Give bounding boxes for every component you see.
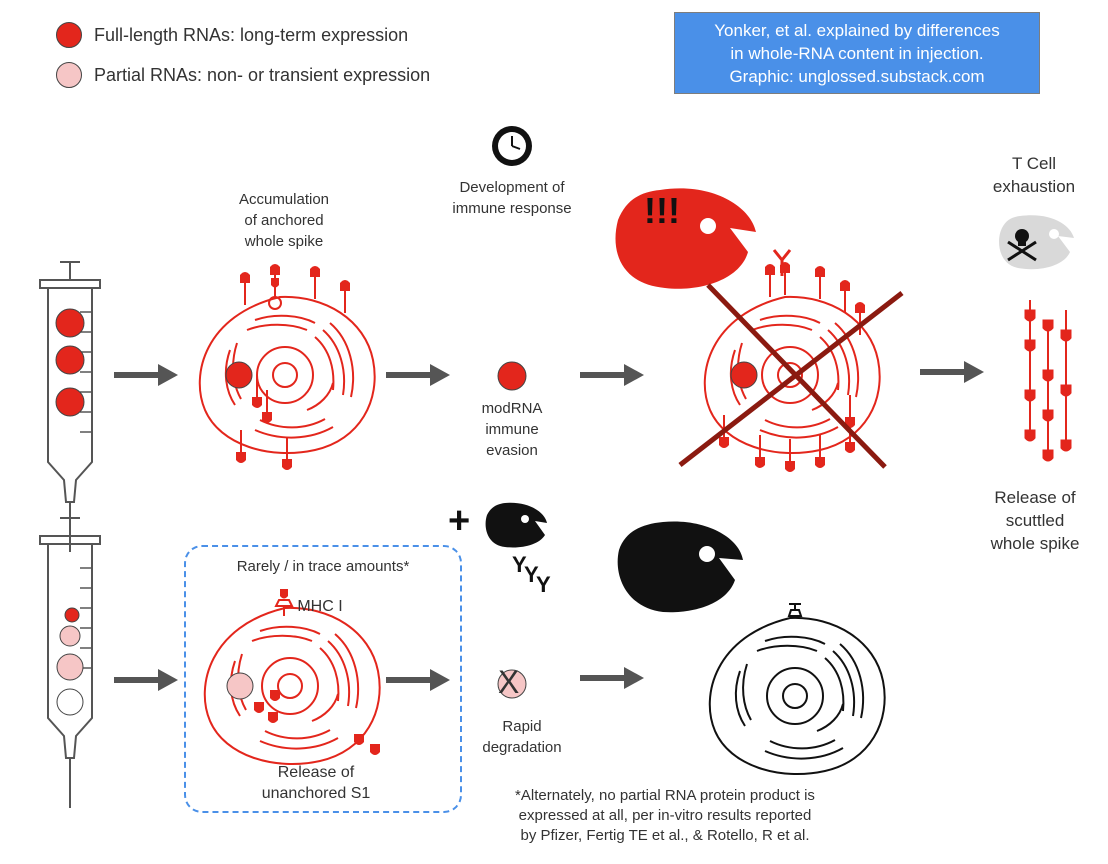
info-line-3: Graphic: unglossed.substack.com: [729, 67, 985, 86]
cell-icon-crossed: [678, 261, 904, 473]
legend-full-length-label: Full-length RNAs: long-term expression: [94, 24, 409, 45]
black-macrophage-icon: [617, 521, 743, 613]
mhc-label: MHC I: [297, 598, 343, 615]
footnote: *Alternately, no partial RNA protein pro…: [515, 787, 815, 844]
cell-icon: [198, 263, 376, 471]
arrow-7: [580, 678, 581, 679]
trace-amounts-box: [184, 545, 462, 813]
arrow-6: [386, 680, 387, 681]
x-mark: X: [498, 664, 520, 700]
accumulation-caption: Accumulation of anchored whole spike: [238, 191, 330, 250]
rapid-caption: Rapid degradation: [482, 718, 562, 756]
pink-dot-degraded-icon: [497, 669, 527, 699]
modrna-caption: modRNA immune evasion: [481, 400, 543, 459]
release-scuttled-caption: Release of scuttled whole spike: [990, 488, 1080, 553]
plus-sign: +: [448, 500, 471, 542]
modrna-dot-icon: [497, 361, 527, 391]
info-line-1: Yonker, et al. explained by differences: [714, 21, 1000, 40]
black-macrophage-small-icon: [485, 502, 547, 548]
release-unanchored-caption: Release of unanchored S1: [261, 764, 371, 802]
arrow-3: [580, 375, 581, 376]
info-box: Yonker, et al. explained by differences …: [674, 12, 1040, 94]
antibody-icon: [772, 249, 792, 276]
clock-icon: [492, 126, 532, 166]
legend-partial-label: Partial RNAs: non- or transient expressi…: [94, 64, 431, 85]
legend-partial: Partial RNAs: non- or transient expressi…: [56, 62, 430, 88]
antibody-y2: Y: [524, 562, 539, 587]
legend-full-length: Full-length RNAs: long-term expression: [56, 22, 408, 48]
arrow-2: [386, 375, 387, 376]
arrow-5: [114, 680, 115, 681]
cell-icon-4: [708, 603, 886, 776]
syringe-icon-2: [39, 517, 101, 809]
antibody-y1: Y: [512, 552, 527, 577]
t-cell-caption: T Cell exhaustion: [992, 154, 1076, 196]
syringe-icon: [39, 261, 101, 553]
scuttled-spikes: [1024, 300, 1072, 462]
arrow-1: [114, 375, 115, 376]
info-line-2: in whole-RNA content in injection.: [730, 44, 984, 63]
macrophage-icon: [615, 188, 756, 289]
cell-icon-3: [203, 589, 381, 766]
rarely-caption: Rarely / in trace amounts*: [236, 558, 410, 575]
arrow-4: [920, 372, 921, 373]
antibody-y3: Y: [536, 572, 551, 597]
pink-dot-icon: [56, 62, 82, 88]
development-caption: Development of immune response: [452, 179, 572, 217]
skull-icon: [999, 215, 1074, 270]
red-dot-icon: [56, 22, 82, 48]
alarm-mark: !!!: [644, 190, 680, 231]
